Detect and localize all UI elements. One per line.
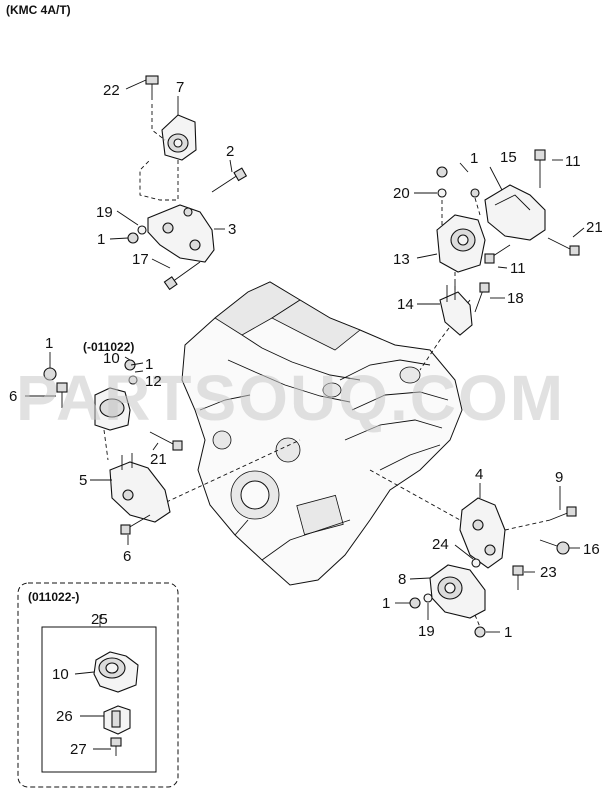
callout-23: 23: [540, 564, 557, 581]
date-note-upper-mount: (-011022): [83, 340, 134, 354]
callout-11-top: 11: [565, 153, 581, 170]
callout-22: 22: [103, 82, 120, 99]
callout-10-inset: 10: [52, 666, 69, 683]
callout-10: 10: [103, 350, 120, 367]
bolt-22-shape: [145, 75, 159, 85]
bracket-14-shape: [439, 291, 473, 336]
callout-5: 5: [79, 472, 87, 489]
callout-14: 14: [397, 296, 414, 313]
watermark: PARTSOUQ.COM: [16, 362, 565, 434]
callout-17: 17: [132, 251, 149, 268]
callout-6-top: 6: [9, 388, 17, 405]
callout-labels: 22 7 2 19 1 3 17 1 15 11 20 21 13 11 14 …: [9, 79, 603, 758]
callout-4: 4: [475, 466, 483, 483]
lower-right-mount-group: [369, 469, 577, 638]
callout-19-top: 19: [96, 204, 113, 221]
callout-1-low-left: 1: [382, 595, 390, 612]
bracket-4-shape: [459, 497, 506, 569]
callout-19-low: 19: [418, 623, 435, 640]
callout-1-right: 1: [470, 150, 478, 167]
callout-24: 24: [432, 536, 449, 553]
upper-left-mount-group: [127, 75, 248, 291]
inset-dashed-border: [17, 582, 179, 788]
date-note-inset: (011022-): [28, 590, 79, 604]
callout-9: 9: [555, 469, 563, 486]
callout-21-left: 21: [150, 451, 167, 468]
model-code-header: (KMC 4A/T): [6, 3, 71, 17]
callout-18: 18: [507, 290, 524, 307]
callout-1-upper: 1: [145, 356, 153, 373]
callout-1-low-right: 1: [504, 624, 512, 641]
callout-25: 25: [91, 611, 108, 628]
callout-15: 15: [500, 149, 517, 166]
inset-box: [17, 582, 179, 788]
left-mount-group: [43, 359, 301, 535]
inset-inner-frame: [41, 626, 157, 773]
callout-16: 16: [583, 541, 600, 558]
callout-8: 8: [398, 571, 406, 588]
callout-7: 7: [176, 79, 184, 96]
engine-block: [181, 281, 463, 586]
callout-20: 20: [393, 185, 410, 202]
callout-2: 2: [226, 143, 234, 160]
callout-1-left: 1: [45, 335, 53, 352]
bracket-15-shape: [484, 184, 546, 241]
bracket-3-shape: [147, 204, 215, 263]
callout-1-top: 1: [97, 231, 105, 248]
callout-13: 13: [393, 251, 410, 268]
leader-lines: [25, 79, 585, 750]
upper-right-mount-group: [419, 149, 580, 371]
callout-26: 26: [56, 708, 73, 725]
callout-21-right: 21: [586, 219, 603, 236]
callout-3: 3: [228, 221, 236, 238]
callout-6-bottom: 6: [123, 548, 131, 565]
callout-27: 27: [70, 741, 87, 758]
callout-11-mid: 11: [510, 260, 526, 277]
callout-12: 12: [145, 373, 162, 390]
bracket-5-shape: [109, 461, 171, 523]
